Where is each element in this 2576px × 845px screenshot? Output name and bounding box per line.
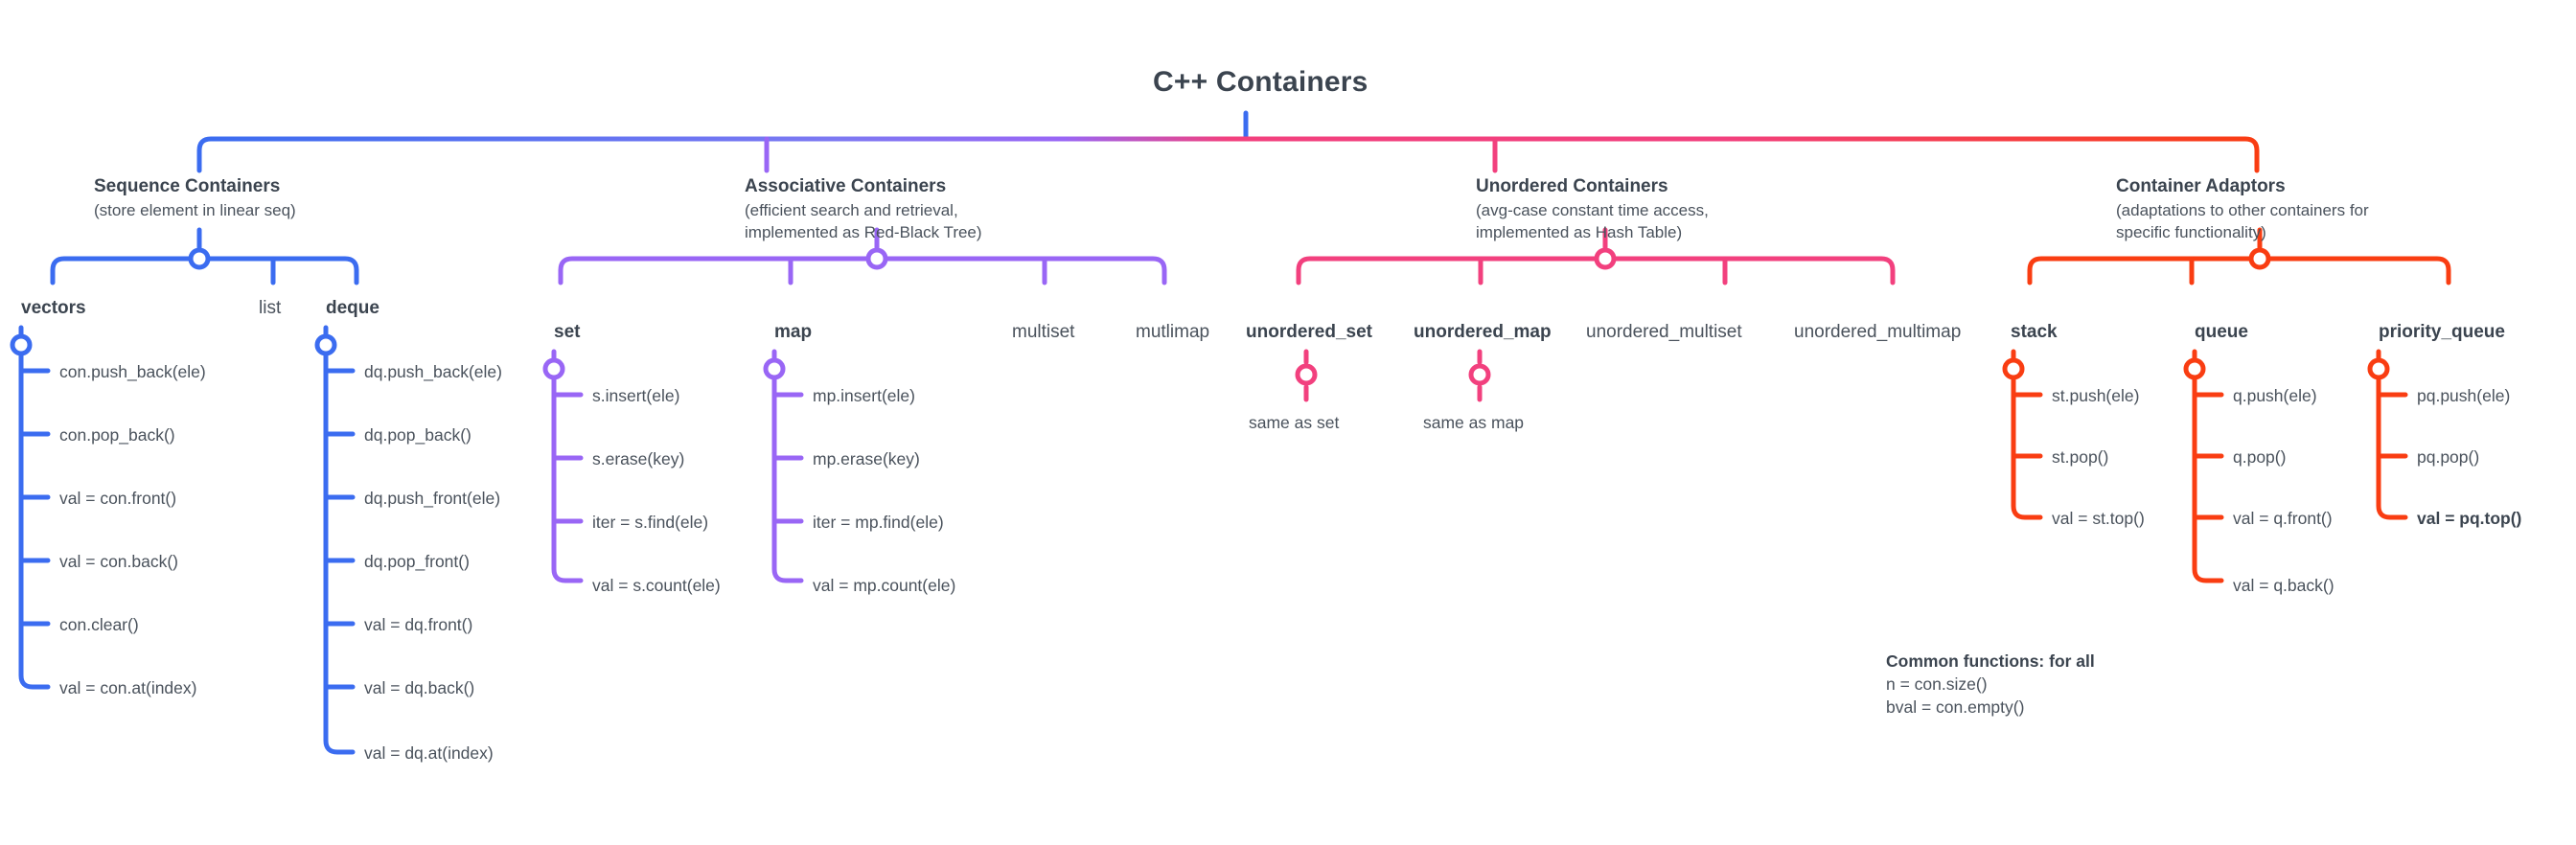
group-subtitle-associative-line2: implemented as Red-Black Tree)	[745, 223, 982, 241]
method-item: q.push(ele)	[2233, 386, 2317, 405]
method-item: iter = s.find(ele)	[592, 513, 709, 532]
method-item: dq.push_back(ele)	[364, 362, 502, 381]
method-item: con.push_back(ele)	[59, 362, 206, 381]
group-subtitle-sequence: (store element in linear seq)	[94, 201, 296, 219]
group-title-adaptors: Container Adaptors	[2116, 176, 2286, 196]
common-functions-line: n = con.size()	[1886, 674, 1988, 694]
method-item: mp.insert(ele)	[813, 386, 915, 405]
method-item: s.insert(ele)	[592, 386, 680, 405]
node-label-unordered-set[interactable]: unordered_set	[1246, 322, 1372, 342]
method-item: val = st.top()	[2052, 509, 2145, 528]
method-item: iter = mp.find(ele)	[813, 513, 944, 532]
method-item: pq.push(ele)	[2417, 386, 2511, 405]
method-item: pq.pop()	[2417, 447, 2480, 467]
group-title-unordered: Unordered Containers	[1476, 176, 1668, 196]
note-same-as-set: same as set	[1249, 413, 1340, 432]
method-item: st.pop()	[2052, 447, 2109, 467]
node-label-map[interactable]: map	[774, 322, 813, 342]
node-label-list[interactable]: list	[259, 298, 282, 318]
method-item: mp.erase(key)	[813, 449, 920, 468]
group-subtitle-adaptors-line1: (adaptations to other containers for	[2116, 201, 2369, 219]
node-label-unordered-multiset[interactable]: unordered_multiset	[1586, 322, 1742, 342]
method-item: val = s.count(ele)	[592, 576, 721, 595]
method-item: dq.pop_front()	[364, 552, 470, 571]
group-subtitle-unordered-line1: (avg-case constant time access,	[1476, 201, 1709, 219]
group-subtitle-associative-line1: (efficient search and retrieval,	[745, 201, 958, 219]
group-title-associative: Associative Containers	[745, 176, 947, 196]
group-subtitle-unordered-line2: implemented as Hash Table)	[1476, 223, 1683, 241]
node-label-unordered-map[interactable]: unordered_map	[1414, 322, 1552, 342]
node-label-unordered-multimap[interactable]: unordered_multimap	[1794, 322, 1962, 342]
group-subtitle-adaptors-line2: specific functionality)	[2116, 223, 2266, 241]
method-item: val = dq.back()	[364, 678, 475, 697]
method-item: con.pop_back()	[59, 425, 175, 445]
page-title: C++ Containers	[1153, 66, 1368, 98]
method-item: val = con.at(index)	[59, 678, 197, 697]
method-item: val = con.front()	[59, 489, 177, 508]
method-item: dq.push_front(ele)	[364, 489, 501, 508]
node-label-vectors[interactable]: vectors	[21, 298, 86, 318]
method-item-highlighted: val = pq.top()	[2417, 509, 2522, 528]
common-functions-heading: Common functions: for all	[1886, 651, 2095, 671]
node-label-deque[interactable]: deque	[326, 298, 380, 318]
node-label-queue[interactable]: queue	[2195, 322, 2248, 342]
method-item: st.push(ele)	[2052, 386, 2140, 405]
method-item: val = mp.count(ele)	[813, 576, 956, 595]
method-item: con.clear()	[59, 615, 139, 634]
note-same-as-map: same as map	[1423, 413, 1525, 432]
method-item: s.erase(key)	[592, 449, 685, 468]
node-label-stack[interactable]: stack	[2011, 322, 2058, 342]
method-item: val = dq.front()	[364, 615, 473, 634]
group-title-sequence: Sequence Containers	[94, 176, 281, 196]
method-item: val = con.back()	[59, 552, 179, 571]
node-label-set[interactable]: set	[554, 322, 581, 342]
node-label-mutlimap[interactable]: mutlimap	[1136, 322, 1210, 342]
method-item: q.pop()	[2233, 447, 2287, 467]
method-item: val = dq.at(index)	[364, 743, 494, 763]
method-item: dq.pop_back()	[364, 425, 472, 445]
common-functions-line: bval = con.empty()	[1886, 697, 2025, 717]
method-item: val = q.front()	[2233, 509, 2333, 528]
node-label-multiset[interactable]: multiset	[1012, 322, 1075, 342]
node-label-priority-queue[interactable]: priority_queue	[2379, 322, 2505, 342]
method-item: val = q.back()	[2233, 576, 2334, 595]
